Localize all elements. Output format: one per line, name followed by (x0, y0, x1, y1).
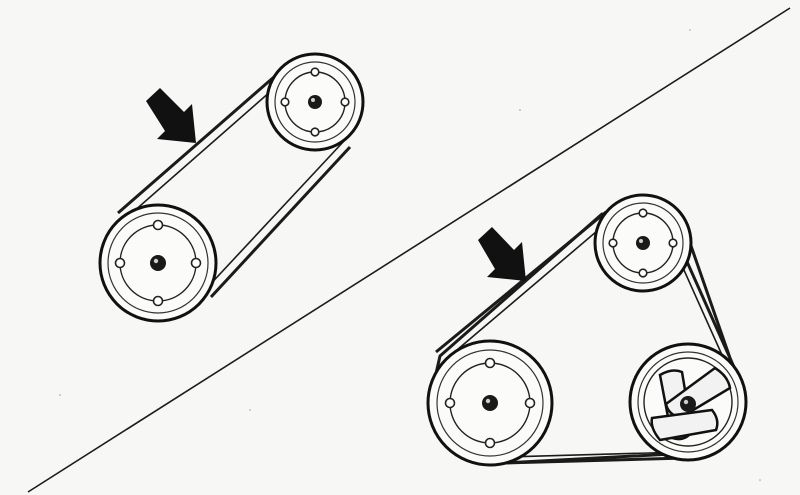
belt-indicator-arrow-icon (478, 227, 526, 281)
bolt-icon (280, 97, 290, 107)
panel-divider (27, 7, 791, 493)
bolt-icon (152, 219, 164, 231)
two-pulley-drive (98, 52, 365, 323)
v-belt (117, 68, 352, 299)
bolt-icon (668, 238, 678, 248)
belt-indicator-arrow-icon (146, 88, 196, 143)
bolt-icon (152, 295, 164, 307)
three-pulley-drive (426, 193, 748, 467)
bolt-icon (524, 397, 536, 409)
bolt-icon (638, 268, 648, 278)
large-pulley (98, 203, 218, 323)
bolt-icon (190, 257, 202, 269)
hub-icon (150, 255, 166, 271)
small-pulley (265, 52, 365, 152)
hub-icon (636, 236, 650, 250)
bolt-icon (444, 397, 456, 409)
hub-icon (482, 395, 498, 411)
tensioner-pulley (628, 342, 748, 462)
bolt-icon (608, 238, 618, 248)
bolt-icon (310, 67, 320, 77)
bolt-icon (484, 357, 496, 369)
hub-icon (680, 396, 696, 412)
small-pulley (593, 193, 693, 293)
bolt-icon (310, 127, 320, 137)
hub-icon (308, 95, 322, 109)
bolt-icon (638, 208, 648, 218)
bolt-icon (484, 437, 496, 449)
bolt-icon (114, 257, 126, 269)
large-pulley (426, 339, 554, 467)
scan-texture (59, 29, 761, 481)
bolt-icon (340, 97, 350, 107)
